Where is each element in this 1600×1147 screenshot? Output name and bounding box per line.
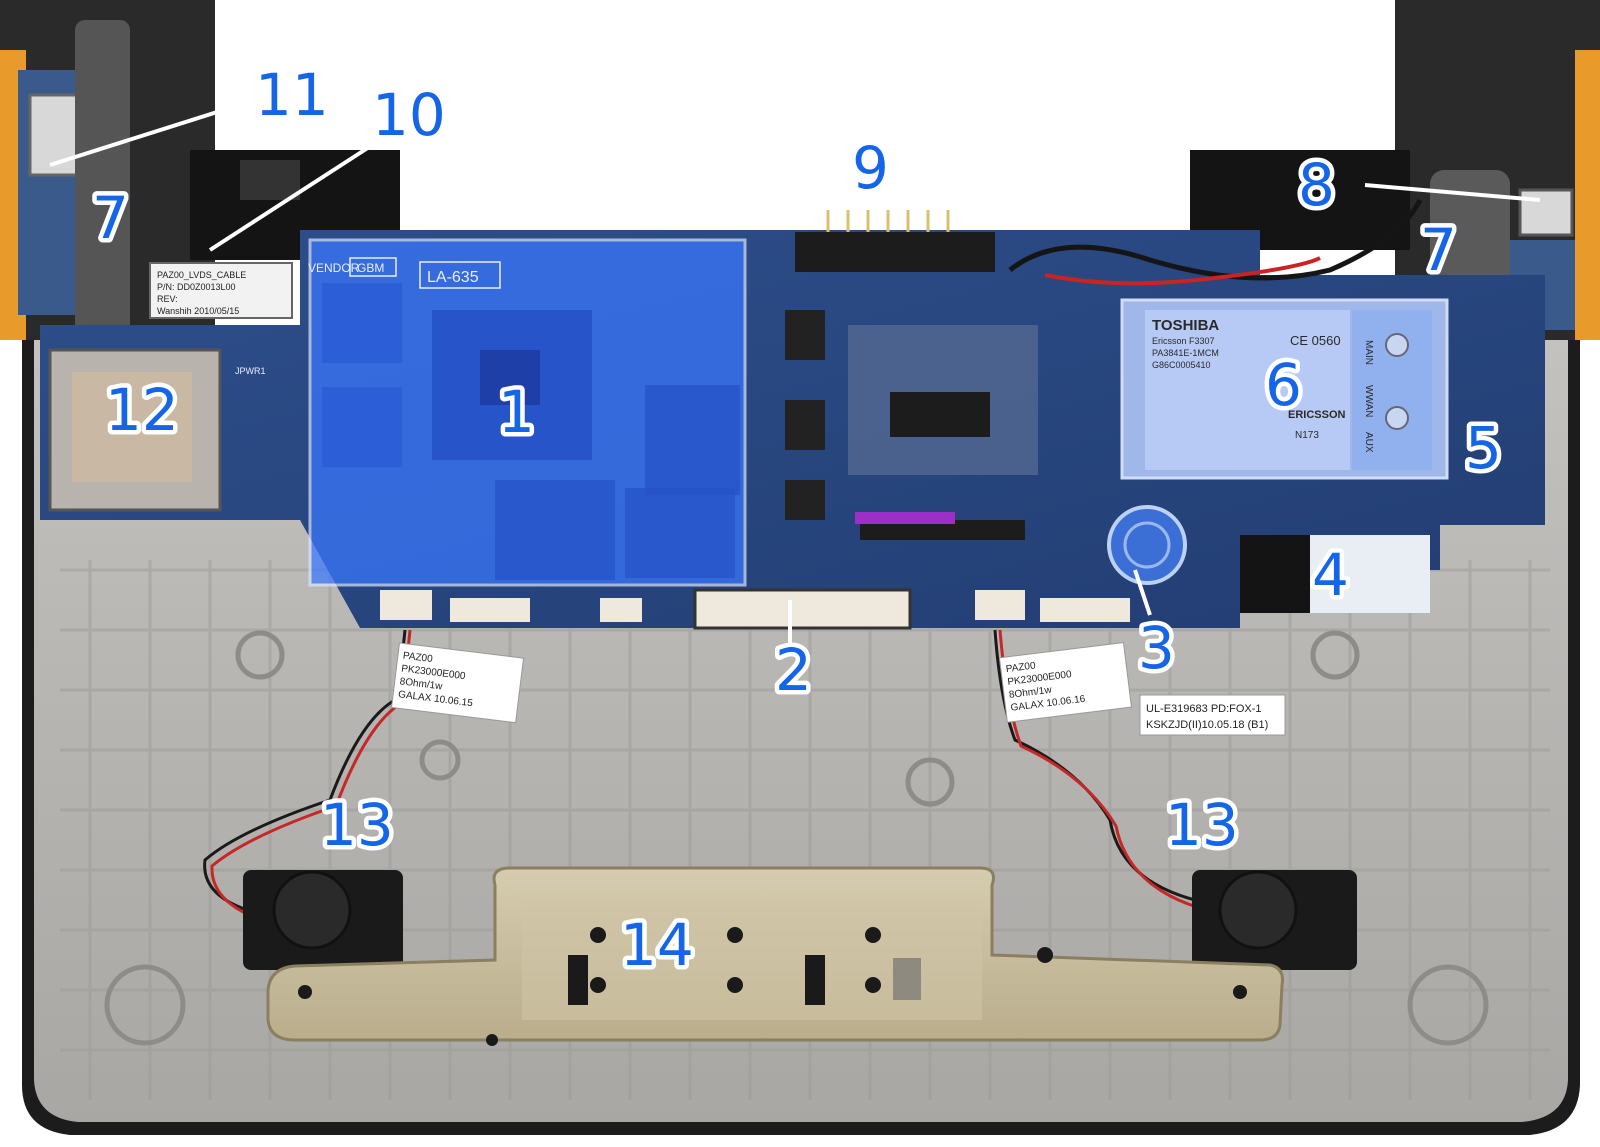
leader-10	[208, 138, 382, 252]
callout-12: 12	[105, 376, 179, 444]
wwan-side-aux: AUX	[1363, 432, 1374, 453]
wwan-model: Ericsson F3307	[1152, 336, 1215, 346]
wwan-brand2: ERICSSON	[1288, 409, 1346, 421]
board-vendor-code: GBM	[357, 261, 384, 275]
callouts: 1 2 3 4 5 6 7 7 8 9 10 11 12 13 13 14	[88, 57, 1507, 984]
highlight-soc-region: VENDOR GBM LA-635	[308, 238, 747, 587]
callout-2: 2	[775, 636, 812, 704]
case-label: UL-E319683 PD:FOX-1 KSKZJD(II)10.05.18 (…	[1139, 694, 1286, 736]
callout-4: 4	[1312, 541, 1349, 609]
wwan-cert: N173	[1295, 430, 1319, 441]
leader-8	[1364, 183, 1541, 202]
leader-3	[1133, 569, 1152, 616]
case-bosses	[104, 630, 1489, 1046]
callout-13-right: 13	[1165, 791, 1239, 859]
case-label-line2: KSKZJD(II)10.05.18 (B1)	[1146, 719, 1268, 731]
leader-11	[49, 98, 256, 167]
wwan-side-main: MAIN	[1363, 340, 1374, 365]
case-label-line1: UL-E319683 PD:FOX-1	[1146, 703, 1262, 715]
callout-3: 3	[1138, 614, 1175, 682]
rtc-coin-battery	[1107, 505, 1187, 585]
wwan-brand: TOSHIBA	[1152, 317, 1219, 334]
speaker-right	[1192, 870, 1357, 970]
speaker-right-line3: 8Ohm/1w	[1008, 685, 1053, 701]
callout-8: 8	[1298, 151, 1335, 219]
lvds-cable-label	[149, 262, 293, 319]
jpwr-label: JPWR1	[235, 366, 266, 376]
speaker-left-line1: PAZ00	[402, 650, 433, 665]
speaker-label-right: PAZ00 PK23000E000 8Ohm/1w GALAX 10.06.16	[998, 642, 1132, 723]
callout-13-left: 13	[320, 791, 394, 859]
callout-10: 10	[372, 81, 446, 149]
speaker-right-line1: PAZ00	[1005, 660, 1036, 675]
speaker-label-left: PAZ00 PK23000E000 8Ohm/1w GALAX 10.06.15	[390, 642, 525, 724]
board-model-label: LA-635	[427, 269, 479, 286]
touchpad-bracket	[266, 866, 1284, 1046]
callout-7-right: 7	[1420, 216, 1457, 284]
lvds-label-line1: PAZ00_LVDS_CABLE	[157, 270, 246, 280]
leader-lines	[49, 98, 1541, 655]
callout-7-left: 7	[92, 184, 129, 252]
battery-connector	[795, 232, 995, 272]
lvds-label-line4: Wanshih 2010/05/15	[157, 306, 239, 316]
wwan-part: PA3841E-1MCM	[1152, 348, 1219, 358]
wwan-code: G86C0005410	[1152, 360, 1211, 370]
wwan-module: TOSHIBA Ericsson F3307 PA3841E-1MCM G86C…	[1120, 298, 1449, 480]
lvds-label-line3: REV:	[157, 294, 178, 304]
callout-9: 9	[852, 134, 889, 202]
wwan-ce-mark: CE 0560	[1290, 333, 1341, 348]
board-vendor-label: VENDOR	[308, 261, 360, 275]
callout-11: 11	[255, 61, 329, 129]
wwan-side-wwan: WWAN	[1363, 385, 1374, 417]
callout-1: 1	[498, 378, 535, 446]
callout-6: 6	[1265, 351, 1302, 419]
speaker-left	[243, 870, 403, 970]
callout-5: 5	[1465, 414, 1502, 482]
callout-14: 14	[620, 911, 694, 979]
speaker-left-line3: 8Ohm/1w	[399, 676, 444, 692]
lvds-label-line2: P/N: DD0Z0013L00	[157, 282, 236, 292]
